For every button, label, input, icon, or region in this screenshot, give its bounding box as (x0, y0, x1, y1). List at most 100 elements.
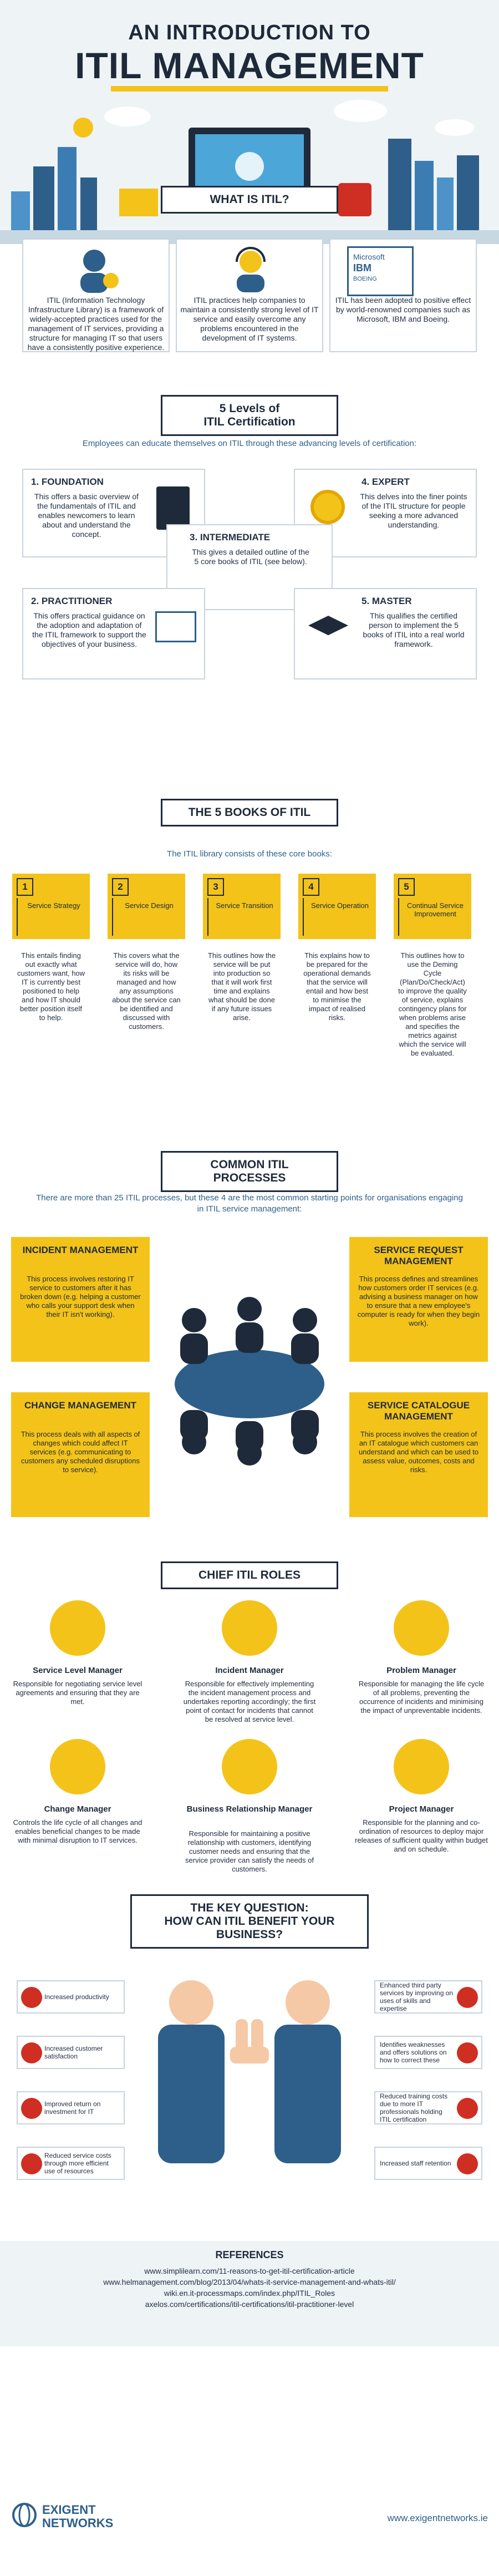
benefit-icon (457, 2153, 478, 2174)
open-book-icon (155, 611, 196, 642)
role-text: Responsible for negotiating service leve… (13, 1680, 142, 1706)
benefit-text: Increased staff retention (380, 2159, 451, 2167)
process-text: This process involves the creation of an… (358, 1430, 479, 1474)
meeting-table-illustration (175, 1297, 324, 1466)
level-title: 1. FOUNDATION (31, 476, 104, 487)
processes-heading-line1: COMMON ITIL (210, 1158, 289, 1171)
level-text: This offers a basic overview of the fund… (34, 492, 139, 539)
book-label: Continual Service Improvement (407, 901, 464, 918)
support-agent-icon (236, 247, 266, 292)
book-label: Service Strategy (27, 901, 80, 910)
hero-title-line1: AN INTRODUCTION TO (128, 21, 371, 44)
logo-ibm: IBM (353, 262, 371, 273)
level-title: 5. MASTER (361, 596, 412, 606)
book-label: Service Transition (216, 901, 273, 910)
brand-name-line1: EXIGENT (42, 2503, 96, 2517)
benefits-heading: THE KEY QUESTION: HOW CAN ITIL BENEFIT Y… (130, 1894, 369, 1949)
process-service-catalogue: SERVICE CATALOGUE MANAGEMENT This proces… (349, 1392, 488, 1517)
logo-microsoft: Microsoft (353, 252, 385, 261)
references-heading: REFERENCES (215, 2249, 284, 2260)
book-1: 1 Service Strategy (12, 874, 90, 939)
reference-link[interactable]: www.helmanagement.com/blog/2013/04/whats… (103, 2278, 396, 2286)
processes-heading-line2: PROCESSES (213, 1172, 286, 1184)
process-title: INCIDENT MANAGEMENT (22, 1245, 139, 1255)
benefits-heading-line1: THE KEY QUESTION: (190, 1901, 309, 1914)
book-number: 2 (112, 878, 129, 896)
globe-icon (12, 2503, 37, 2527)
book-number: 3 (207, 878, 224, 896)
gear-icon (394, 1739, 449, 1794)
role-text: Responsible for the planning and co-ordi… (355, 1818, 488, 1853)
level-master: 5. MASTER This qualifies the certified p… (294, 588, 477, 680)
levels-heading-line1: 5 Levels of (219, 402, 280, 415)
book-5: 5 Continual Service Improvement (394, 874, 471, 939)
benefit-text: Increased productivity (44, 1993, 109, 2001)
reference-link[interactable]: wiki.en.it-processmaps.com/index.php/ITI… (164, 2289, 335, 2298)
role-title: Service Level Manager (33, 1666, 123, 1675)
book-icon (156, 486, 190, 530)
process-service-request: SERVICE REQUEST MANAGEMENT This process … (349, 1237, 488, 1362)
book-number: 1 (17, 878, 33, 896)
benefit-right-3: Reduced training costs due to more IT pr… (374, 2091, 482, 2124)
books-heading: THE 5 BOOKS OF ITIL (161, 799, 338, 826)
benefit-text: Enhanced third party services by improvi… (380, 1981, 454, 2012)
benefit-right-1: Enhanced third party services by improvi… (374, 1980, 482, 2014)
process-change: CHANGE MANAGEMENT This process deals wit… (11, 1392, 150, 1517)
books-intro: The ITIL library consists of these core … (167, 849, 332, 859)
process-text: This process involves restoring IT servi… (20, 1275, 141, 1319)
level-title: 3. INTERMEDIATE (190, 532, 271, 542)
book-spine (207, 898, 208, 936)
benefit-text: Increased customer satisfaction (44, 2045, 103, 2060)
benefit-right-2: Identifies weaknesses and offers solutio… (374, 2036, 482, 2069)
what-text-1: ITIL (Information Technology Infrastruct… (27, 296, 165, 352)
book-number: 5 (398, 878, 415, 896)
hero-title-line2: ITIL MANAGEMENT (75, 45, 424, 86)
role-title: Project Manager (389, 1804, 454, 1814)
benefit-icon (21, 2042, 42, 2063)
benefits-heading-line2: HOW CAN ITIL BENEFIT YOUR (164, 1915, 335, 1928)
problem-icon (394, 1600, 449, 1656)
book-4: 4 Service Operation (298, 874, 376, 939)
processes-intro: There are more than 25 ITIL processes, b… (36, 1193, 463, 1214)
benefit-left-1: Increased productivity (17, 1980, 125, 2014)
level-expert: 4. EXPERT This delves into the finer poi… (294, 469, 477, 557)
benefit-left-4: Reduced service costs through more effic… (17, 2147, 125, 2180)
hero-underline (111, 86, 388, 92)
benefit-left-2: Increased customer satisfaction (17, 2036, 125, 2069)
role-title: Business Relationship Manager (186, 1804, 313, 1814)
footer-website[interactable]: www.exigentnetworks.ie (387, 2513, 488, 2523)
level-practitioner: 2. PRACTITIONER This offers practical gu… (22, 588, 205, 680)
benefit-left-3: Improved return on investment for IT (17, 2091, 125, 2124)
reference-link[interactable]: www.simplilearn.com/11-reasons-to-get-it… (144, 2266, 355, 2275)
alarm-clock-icon (222, 1600, 277, 1656)
levels-heading: 5 Levels of ITIL Certification (161, 395, 338, 436)
role-title: Problem Manager (386, 1666, 456, 1675)
level-title: 4. EXPERT (361, 476, 410, 487)
what-card-1 (22, 239, 170, 352)
benefit-icon (457, 1987, 478, 2008)
benefit-text: Reduced training costs due to more IT pr… (380, 2092, 448, 2123)
benefit-text: Reduced service costs through more effic… (44, 2152, 111, 2175)
reference-link[interactable]: axelos.com/certifications/itil-certifica… (145, 2300, 354, 2309)
level-text: This offers practical guidance on the ad… (32, 611, 146, 648)
book-desc-3: This outlines how the service will be pu… (207, 951, 276, 1022)
benefit-icon (21, 1987, 42, 2008)
level-text: This delves into the finer points of the… (360, 492, 467, 529)
process-text: This process defines and streamlines how… (357, 1275, 480, 1327)
benefit-text: Identifies weaknesses and offers solutio… (380, 2041, 447, 2064)
level-icon (50, 1600, 105, 1656)
role-text: Responsible for maintaining a positive r… (185, 1829, 314, 1873)
benefit-icon (457, 2098, 478, 2119)
thumbs-up-businessmen-illustration (158, 1980, 341, 2163)
role-text: Responsible for managing the life cycle … (358, 1680, 485, 1715)
levels-intro: Employees can educate themselves on ITIL… (82, 439, 417, 448)
person-add-icon (80, 250, 119, 293)
book-desc-2: This covers what the service will do, ho… (112, 951, 181, 1031)
book-label: Service Design (125, 901, 174, 910)
what-card-2 (176, 239, 323, 352)
process-title: SERVICE REQUEST MANAGEMENT (374, 1245, 464, 1266)
book-number: 4 (303, 878, 319, 896)
logo-boeing: BOEING (353, 276, 377, 282)
benefits-heading-line3: BUSINESS? (216, 1928, 283, 1941)
processes-heading: COMMON ITIL PROCESSES (161, 1151, 338, 1192)
